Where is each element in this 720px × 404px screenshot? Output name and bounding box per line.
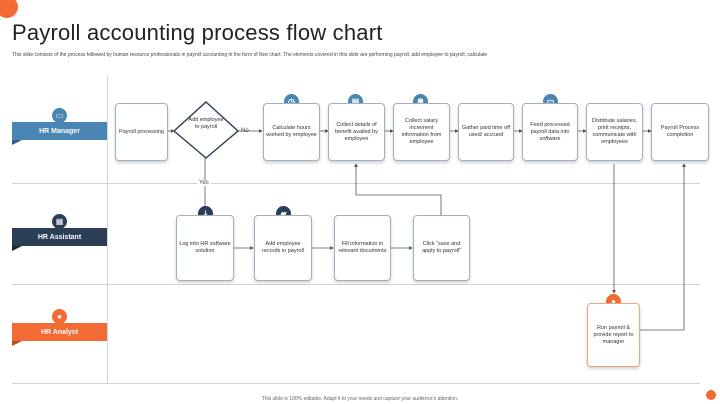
step-run-payroll-report: Run payroll & provide report to manager bbox=[587, 303, 640, 367]
step-feed-payroll-data: Feed processed payroll data into softwar… bbox=[522, 103, 578, 161]
step-log-into-software: Log into HR software solution bbox=[176, 215, 234, 281]
lane-hr-assistant: HR Assistant bbox=[12, 228, 107, 246]
step-gather-time-off: Gather paid time off used/ accrued bbox=[458, 103, 514, 161]
calendar-icon: ▦ bbox=[52, 214, 67, 229]
step-collect-benefits: Collect details of benefit availed by em… bbox=[328, 103, 385, 161]
step-payroll-completion: Payroll Process completion bbox=[651, 103, 709, 161]
lane-tail bbox=[12, 140, 22, 145]
lane-tail bbox=[12, 246, 22, 251]
flame-icon: ● bbox=[52, 309, 67, 324]
step-save-and-apply: Click “save and apply to payroll” bbox=[413, 215, 470, 281]
lane-hr-manager: HR Manager bbox=[12, 122, 107, 140]
corner-decoration-bottom bbox=[706, 390, 716, 400]
lane-hr-analyst: HR Analyst bbox=[12, 323, 107, 341]
label-no: No bbox=[241, 128, 249, 134]
step-add-employee-decision: Add employee to payroll bbox=[188, 117, 224, 130]
step-calculate-hours: Calculate hours worked by employee bbox=[263, 103, 320, 161]
lane-divider bbox=[12, 284, 700, 285]
lane-header-divider bbox=[107, 75, 108, 383]
corner-decoration bbox=[0, 0, 18, 18]
step-fill-information: Fill information in relevant documents bbox=[334, 215, 391, 281]
monitor-icon: ▭ bbox=[52, 108, 67, 123]
page-title: Payroll accounting process flow chart bbox=[12, 20, 383, 45]
step-distribute-salaries: Distribute salaries, print receipts, com… bbox=[586, 103, 643, 161]
step-collect-salary: Collect salary increment information fro… bbox=[393, 103, 450, 161]
footer-note: This slide is 100% editable. Adapt it to… bbox=[261, 396, 459, 402]
lane-divider bbox=[12, 383, 700, 384]
lane-tail bbox=[12, 341, 22, 346]
page-subtitle: This slide consists of the process follo… bbox=[12, 52, 488, 58]
step-add-employee-records: Add employee records in payroll bbox=[254, 215, 312, 281]
step-payroll-processing: Payroll processing bbox=[115, 103, 168, 161]
label-yes: Yes bbox=[197, 180, 211, 186]
